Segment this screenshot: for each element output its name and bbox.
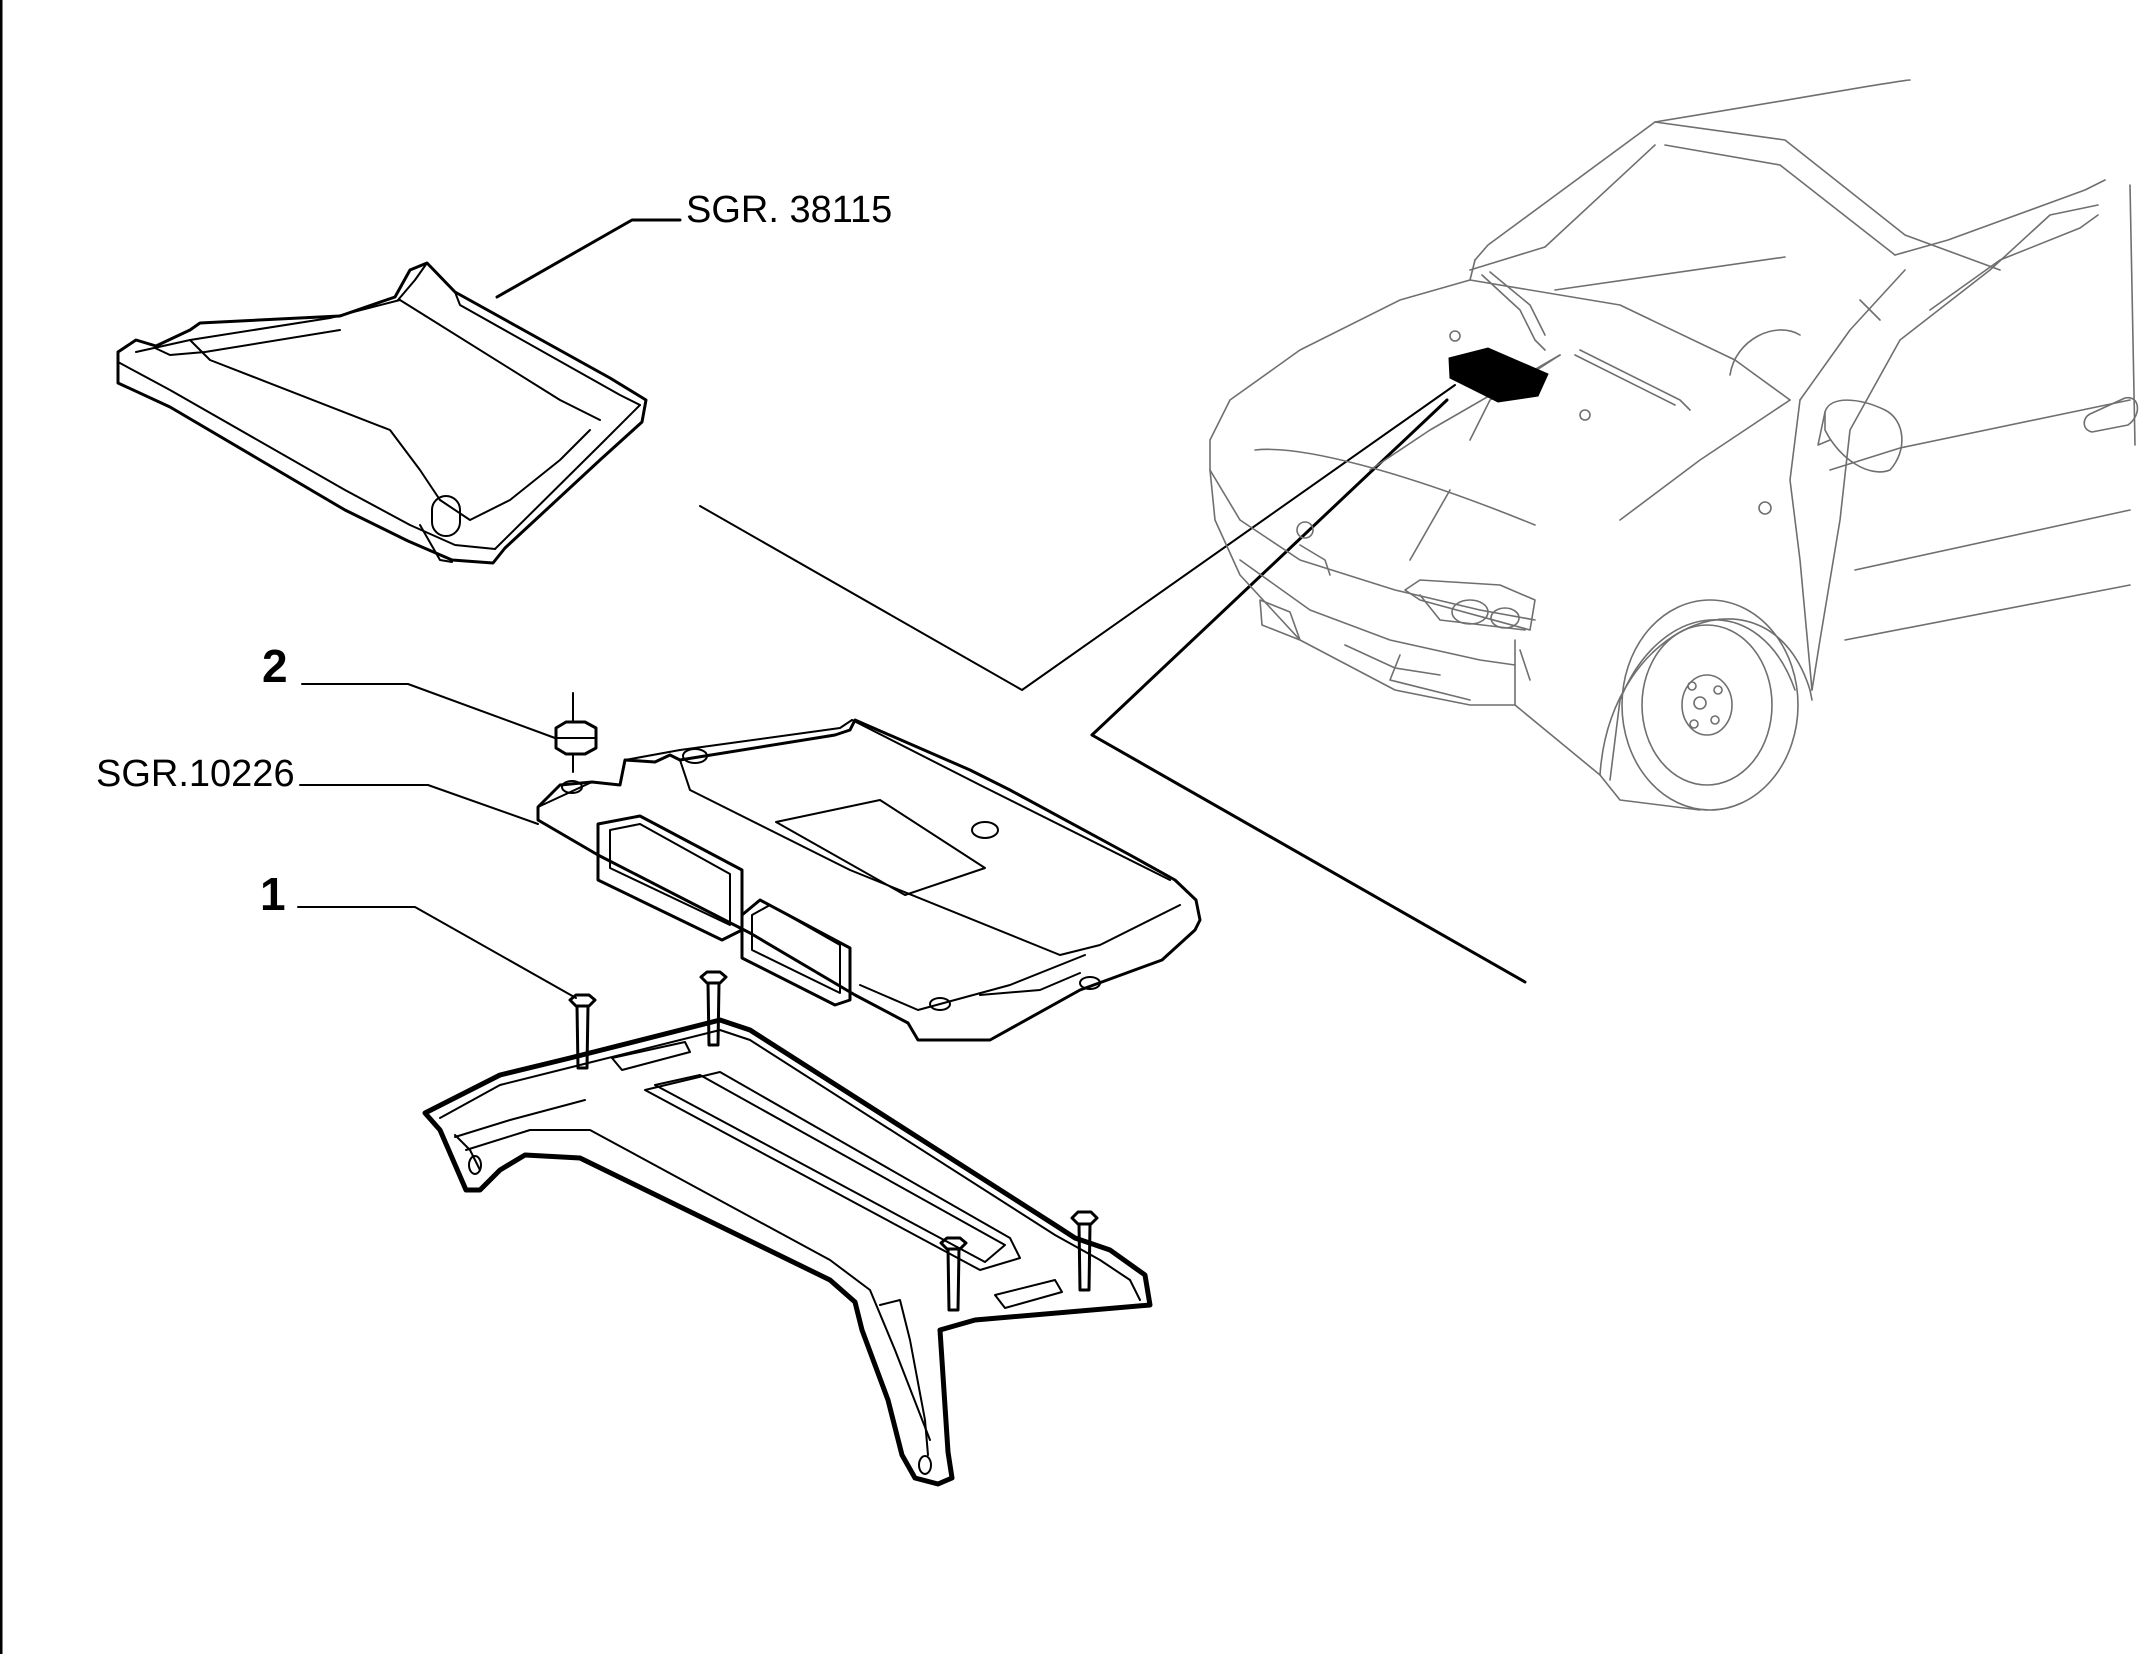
ecu-unit-drawing: [536, 718, 1202, 1042]
bolt-drawing: [568, 970, 1099, 1312]
ecu-ref-label: SGR.10226: [96, 753, 295, 795]
item-1-label: 1: [260, 868, 286, 920]
guide-line-upper: [699, 384, 1456, 691]
guide-line-lower: [1090, 733, 1527, 984]
leader-ecu: [299, 784, 539, 825]
item-2-label: 2: [262, 640, 288, 692]
nut-drawing: [554, 692, 598, 773]
ecu-location-marker: [1448, 347, 1549, 403]
ecu-cover-drawing: [116, 261, 648, 565]
leader-item-2: [301, 683, 556, 739]
mounting-bracket-drawing: [422, 1017, 1153, 1487]
guide-line-lower-b: [1090, 398, 1449, 737]
leader-item-1: [297, 906, 577, 999]
car-drawing: [1209, 79, 2139, 811]
leader-cover: [495, 218, 682, 299]
cover-ref-label: SGR. 38115: [686, 189, 892, 231]
